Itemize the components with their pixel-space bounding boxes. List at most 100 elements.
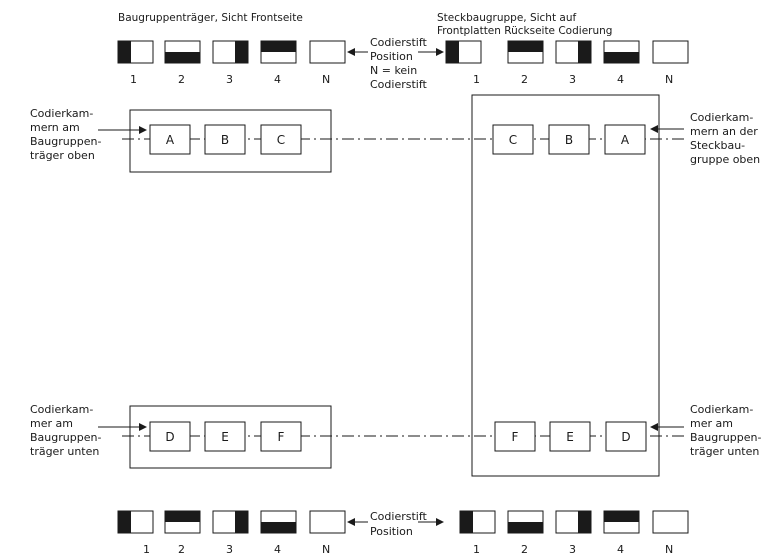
svg-text:N: N [665, 73, 673, 86]
plugin-board-frame [471, 94, 660, 477]
svg-text:träger unten: träger unten [30, 445, 99, 458]
chamber-e: E [204, 421, 246, 452]
svg-text:3: 3 [569, 73, 576, 86]
svg-text:A: A [166, 133, 175, 147]
chamber-f: F [260, 421, 302, 452]
svg-text:mern am: mern am [30, 121, 80, 134]
svg-text:gruppe oben: gruppe oben [690, 153, 760, 166]
svg-text:1: 1 [473, 73, 480, 86]
svg-text:Steckbau-: Steckbau- [690, 139, 745, 152]
chamber-d: D [149, 421, 191, 452]
pin-position-4-symbol [260, 510, 297, 534]
pin-position-3-symbol [212, 510, 249, 534]
svg-text:B: B [565, 133, 573, 147]
rack-bottom-frame [129, 405, 332, 469]
svg-text:träger unten: träger unten [690, 445, 759, 458]
svg-text:Codierkam-: Codierkam- [30, 107, 93, 120]
svg-text:C: C [277, 133, 285, 147]
pin-position-1-symbol [445, 40, 482, 64]
svg-text:Baugruppen-: Baugruppen- [30, 135, 101, 148]
pin-position-2-symbol [164, 40, 201, 64]
chamber-a: A [149, 124, 191, 155]
svg-text:mer am: mer am [690, 417, 733, 430]
pin-position-1-symbol [117, 40, 154, 64]
chamber-a: A [604, 124, 646, 155]
svg-text:D: D [165, 430, 174, 444]
number-2: 2 [178, 73, 185, 86]
svg-text:A: A [621, 133, 630, 147]
svg-text:D: D [621, 430, 630, 444]
svg-text:Baugruppen-: Baugruppen- [30, 431, 101, 444]
number-1: 1 [130, 73, 137, 86]
chamber-e: E [549, 421, 591, 452]
pin-position-2-symbol [164, 510, 201, 534]
svg-text:3: 3 [226, 543, 233, 556]
svg-text:Codierstift: Codierstift [370, 78, 428, 91]
pin-position-n-symbol [652, 40, 689, 64]
svg-text:Position: Position [370, 525, 413, 538]
pin-position-n-symbol [309, 40, 346, 64]
legend-bottom-right: 1 2 3 4 N [459, 510, 689, 556]
svg-text:N: N [322, 543, 330, 556]
svg-text:1: 1 [143, 543, 150, 556]
right-title-line1: Steckbaugruppe, Sicht auf [437, 12, 577, 24]
svg-text:Codierkam-: Codierkam- [690, 111, 753, 124]
svg-text:Baugruppen-: Baugruppen- [690, 431, 761, 444]
svg-text:2: 2 [178, 543, 185, 556]
svg-text:2: 2 [521, 543, 528, 556]
svg-text:4: 4 [274, 543, 281, 556]
annotation-left-bottom: Codierkam- mer am Baugruppen- träger unt… [30, 403, 147, 458]
svg-text:F: F [278, 430, 285, 444]
legend-bottom-label: Codierstift Position [347, 510, 444, 538]
svg-text:F: F [512, 430, 519, 444]
number-n: N [322, 73, 330, 86]
annotation-right-top: Codierkam- mern an der Steckbau- gruppe … [650, 111, 760, 166]
svg-text:Codierkam-: Codierkam- [690, 403, 753, 416]
svg-text:4: 4 [617, 73, 624, 86]
number-4: 4 [274, 73, 281, 86]
svg-text:mer am: mer am [30, 417, 73, 430]
svg-text:4: 4 [617, 543, 624, 556]
annotation-right-bottom: Codierkam- mer am Baugruppen- träger unt… [650, 403, 761, 458]
rack-top-chambers: A B C [149, 124, 302, 155]
pin-position-4-symbol [603, 40, 640, 64]
annotation-left-top: Codierkam- mern am Baugruppen- träger ob… [30, 107, 147, 162]
legend-bottom-left: 1 2 3 4 N [117, 510, 346, 556]
pin-position-3-symbol [555, 510, 592, 534]
pin-position-3-symbol [555, 40, 592, 64]
chamber-c: C [492, 124, 534, 155]
svg-text:Codierstift: Codierstift [370, 36, 428, 49]
svg-text:3: 3 [569, 543, 576, 556]
pin-position-1-symbol [459, 510, 496, 534]
number-3: 3 [226, 73, 233, 86]
svg-text:N: N [665, 543, 673, 556]
board-top-chambers: C B A [492, 124, 646, 155]
svg-text:E: E [566, 430, 574, 444]
svg-text:N = kein: N = kein [370, 64, 417, 77]
pin-position-1-symbol [117, 510, 154, 534]
pin-position-n-symbol [652, 510, 689, 534]
rack-bottom-chambers: D E F [149, 421, 302, 452]
pin-position-4-symbol [260, 40, 297, 64]
chamber-b: B [548, 124, 590, 155]
svg-text:C: C [509, 133, 517, 147]
svg-text:mern an der: mern an der [690, 125, 758, 138]
legend-top-left: 1 2 3 4 N [117, 40, 346, 86]
svg-text:Codierstift: Codierstift [370, 510, 428, 523]
pin-position-2-symbol [507, 40, 544, 64]
svg-text:2: 2 [521, 73, 528, 86]
chamber-d: D [605, 421, 647, 452]
legend-top-label: Codierstift Position N = kein Codierstif… [347, 36, 444, 91]
pin-position-n-symbol [309, 510, 346, 534]
left-title: Baugruppenträger, Sicht Frontseite [118, 12, 303, 24]
right-title-line2: Frontplatten Rückseite Codierung [437, 25, 612, 37]
chamber-f: F [494, 421, 536, 452]
pin-position-2-symbol [507, 510, 544, 534]
chamber-b: B [204, 124, 246, 155]
chamber-c: C [260, 124, 302, 155]
pin-position-3-symbol [212, 40, 249, 64]
legend-top-right: 1 2 3 4 N [445, 40, 689, 86]
svg-text:E: E [221, 430, 229, 444]
svg-text:Codierkam-: Codierkam- [30, 403, 93, 416]
